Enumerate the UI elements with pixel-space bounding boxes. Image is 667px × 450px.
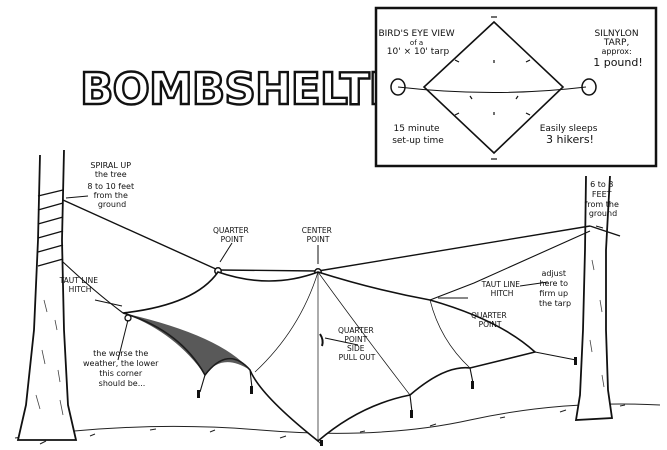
tarp-fold-lines xyxy=(254,271,471,441)
label-taut-line-right: TAUT LINE HITCH xyxy=(481,280,523,298)
stakes xyxy=(197,357,577,446)
left-tree xyxy=(16,149,78,441)
label-taut-line-left: TAUT LINE HITCH xyxy=(59,276,101,294)
label-spiral-up: SPIRAL UP the tree 8 to 10 feet from the… xyxy=(87,161,136,209)
ground xyxy=(14,403,661,445)
tree-right-top xyxy=(581,78,597,96)
label-adjust: adjust here to firm up the tarp xyxy=(539,269,571,308)
side-pull-out-loop xyxy=(319,333,324,347)
birds-eye-inset: BIRD'S EYE VIEW of a 10' × 10' tarp SILN… xyxy=(374,6,658,168)
label-quarter-point-top: QUARTER POINT xyxy=(213,226,251,244)
rope-spiral xyxy=(37,189,64,267)
guy-lines xyxy=(62,230,591,446)
tarp xyxy=(122,271,537,443)
tarp-shadow-side xyxy=(123,313,250,375)
inset-heading: BIRD'S EYE VIEW of a 10' × 10' tarp xyxy=(378,29,457,57)
label-center-point: CENTER POINT xyxy=(302,226,335,244)
bark-marks xyxy=(35,299,64,416)
diagram-title: BOMBSHELTER xyxy=(80,64,431,115)
stake-marks xyxy=(454,16,531,160)
right-tree xyxy=(574,175,614,421)
inset-frame xyxy=(374,6,658,168)
ridgeline-rope xyxy=(62,199,621,272)
inset-material: SILNYLON TARP, approx: 1 pound! xyxy=(593,29,643,69)
ridgeline xyxy=(397,86,587,93)
label-height-right: 6 to 8 FEET from the ground xyxy=(585,180,622,218)
label-quarter-point-right: QUARTER POINT xyxy=(471,311,509,329)
tarp-outline xyxy=(422,20,565,155)
label-quarter-side-pull-out: QUARTER POINT SIDE PULL OUT xyxy=(338,326,376,362)
bark-marks-right xyxy=(589,259,605,388)
inset-capacity: Easily sleeps 3 hikers! xyxy=(540,124,601,146)
inset-setup-time: 15 minute set-up time xyxy=(392,124,444,146)
callout-arrows xyxy=(65,195,604,361)
tree-left-top xyxy=(390,78,406,96)
label-lower-corner: the worse the weather, the lower this co… xyxy=(83,349,161,388)
